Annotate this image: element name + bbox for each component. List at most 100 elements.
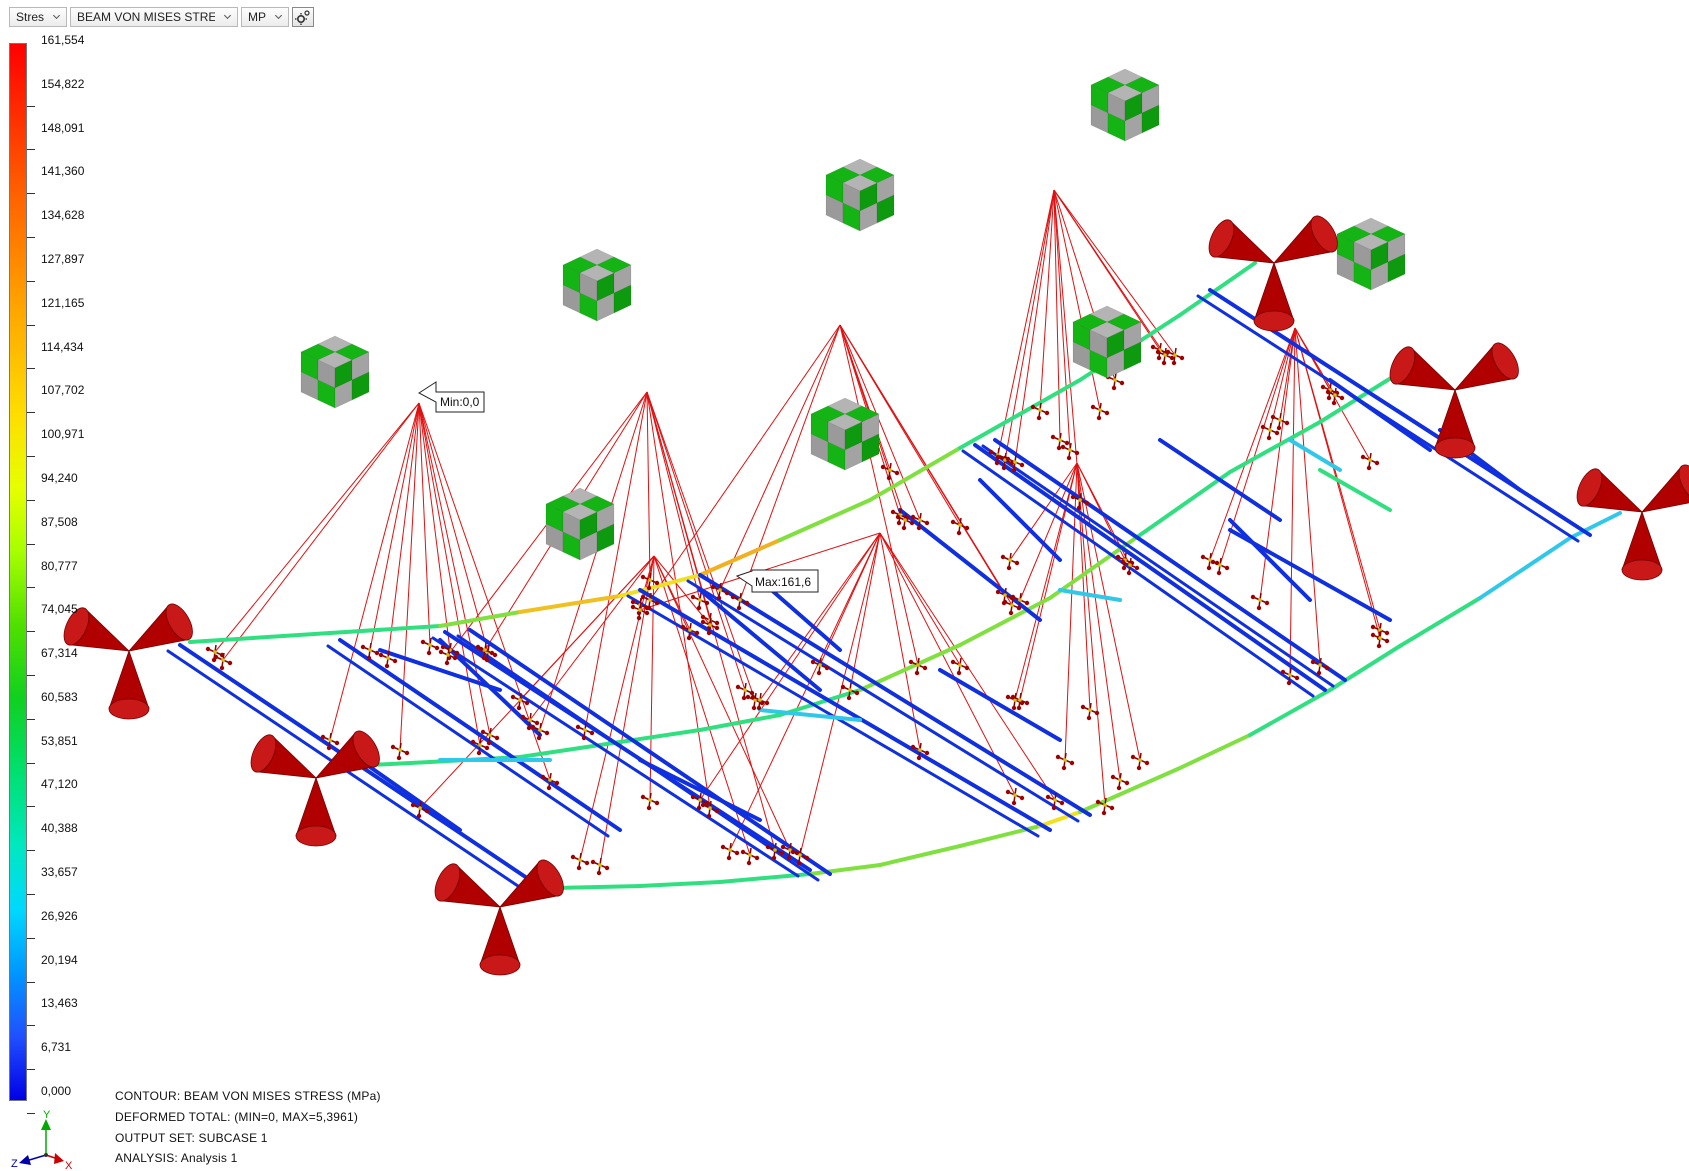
beam-element	[1398, 596, 1482, 648]
legend-tick	[27, 105, 35, 107]
node-marker	[1260, 422, 1280, 441]
cone	[1272, 215, 1338, 264]
node-dot	[548, 778, 552, 782]
legend-label: 60,583	[41, 689, 78, 704]
min-probe[interactable]: Min:0,0	[418, 381, 485, 413]
node-dot	[1110, 774, 1116, 780]
node-dot	[1165, 349, 1171, 355]
rigid-link-line	[387, 402, 420, 659]
node-dot	[1119, 380, 1125, 386]
checker-cube-icon	[825, 158, 895, 232]
node-dot	[1104, 410, 1110, 416]
node-dot	[698, 798, 702, 802]
node-dot	[219, 665, 225, 671]
node-dot	[1103, 803, 1107, 807]
rigid-link-line	[418, 402, 551, 781]
cone-base	[250, 734, 277, 773]
node-dot	[1378, 628, 1382, 632]
legend-label: 134,628	[41, 208, 85, 223]
node-dot	[546, 785, 552, 791]
beam-element	[808, 863, 882, 876]
node-dot	[494, 735, 500, 741]
node-dot	[1316, 670, 1322, 676]
node-dot	[590, 859, 596, 865]
cone	[108, 649, 150, 720]
node-marker	[520, 712, 540, 731]
result-type-dropdown[interactable]: Stress	[9, 7, 67, 27]
node-dot	[1066, 455, 1072, 461]
view-triad[interactable]: Y Z X	[8, 1110, 78, 1170]
node-dot	[1006, 565, 1012, 571]
node-dot	[1206, 565, 1212, 571]
node-dot	[360, 644, 366, 650]
node-dot	[1216, 570, 1222, 576]
node-dot	[1276, 425, 1282, 431]
rigid-link-line	[719, 324, 841, 591]
legend-tick	[27, 543, 35, 545]
node-dot	[840, 684, 846, 690]
node-dot	[1378, 636, 1382, 640]
cube-cell	[861, 433, 880, 463]
legend-label: 141,360	[41, 164, 85, 179]
node-dot	[1013, 793, 1017, 797]
node-dot	[700, 614, 706, 620]
cone	[63, 607, 131, 652]
node-dot	[1098, 408, 1102, 412]
node-dot	[698, 598, 702, 602]
node-dot	[1053, 798, 1057, 802]
checker-cube-icon	[545, 487, 615, 561]
probe-labels: Min:0,0 Max:161,6	[418, 381, 819, 593]
result-component-dropdown[interactable]: BEAM VON MISES STRESS	[70, 7, 238, 27]
units-dropdown[interactable]: MPa	[241, 7, 289, 27]
node-dot	[1210, 559, 1216, 565]
node-marker	[840, 682, 860, 701]
node-dot	[1005, 456, 1011, 462]
node-marker	[735, 682, 755, 701]
rigid-link-line	[418, 402, 489, 653]
node-dot	[994, 460, 1000, 466]
node-dot	[1284, 420, 1290, 426]
node-marker	[510, 692, 530, 711]
node-dot	[1310, 659, 1316, 665]
node-marker	[1165, 347, 1185, 366]
legend-tick	[27, 893, 35, 895]
node-dot	[1064, 440, 1070, 446]
beam-element	[438, 610, 522, 628]
node-dot	[1266, 435, 1272, 441]
node-dot	[1051, 805, 1057, 811]
max-probe[interactable]: Max:161,6	[735, 569, 819, 593]
legend-label: 13,463	[41, 996, 78, 1011]
node-dot	[988, 449, 994, 455]
node-dot	[910, 744, 916, 750]
legend-tick	[27, 193, 35, 195]
legend-tick	[27, 412, 35, 414]
node-dot	[1061, 765, 1067, 771]
checker-cube-icon	[562, 248, 632, 322]
node-dot	[1278, 418, 1282, 422]
rigid-link-line	[997, 189, 1055, 456]
node-dot	[1264, 600, 1270, 606]
node-dot	[540, 774, 546, 780]
rigid-link-line	[739, 324, 841, 601]
beam-element	[328, 624, 442, 635]
node-dot	[765, 844, 771, 850]
node-marker	[438, 647, 458, 666]
legend-tick	[27, 149, 35, 151]
legend-label: 67,314	[41, 646, 78, 661]
cone	[250, 734, 318, 779]
node-marker	[780, 842, 800, 861]
node-dot	[780, 844, 786, 850]
node-dot	[788, 848, 792, 852]
min-probe-label: Min:0,0	[440, 395, 480, 409]
result-settings-button[interactable]	[292, 7, 314, 27]
node-marker	[1280, 667, 1300, 686]
rigid-link-line	[1053, 189, 1071, 451]
node-dot	[1368, 458, 1372, 462]
node-dot	[1019, 795, 1025, 801]
legend-label: 33,657	[41, 865, 78, 880]
node-dot	[1171, 360, 1177, 366]
node-dot	[1018, 598, 1022, 602]
node-marker	[910, 512, 930, 531]
node-dot	[714, 808, 720, 814]
